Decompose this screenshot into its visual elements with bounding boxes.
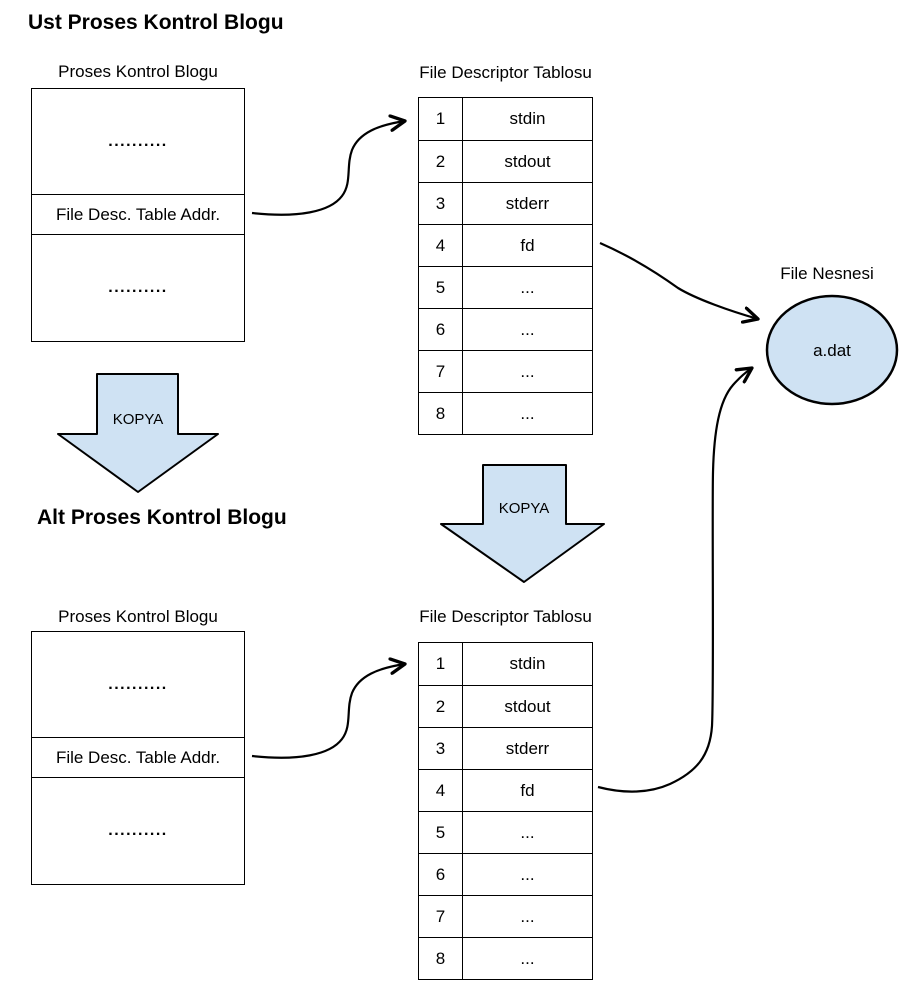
copy-block-arrow-middle (440, 464, 605, 583)
table-row: 8 ... (419, 392, 592, 434)
pointer-arrow-child-fd-to-object (597, 368, 752, 793)
fd-value-cell: stdin (509, 109, 546, 128)
parent-fd-table: 1 stdin 2 stdout 3 stderr 4 fd 5 ... 6 .… (418, 97, 593, 435)
parent-pcb-row-fd-table-addr: File Desc. Table Addr. (32, 194, 244, 235)
child-fd-table-label: File Descriptor Tablosu (419, 607, 592, 626)
child-pcb-label: Proses Kontrol Blogu (58, 607, 218, 626)
file-object-ellipse (765, 294, 899, 406)
table-row: 6 ... (419, 308, 592, 350)
fd-number-cell: 4 (419, 225, 463, 266)
fd-number-cell: 1 (419, 98, 463, 140)
table-row: 3 stderr (419, 727, 592, 769)
fd-number-cell: 6 (419, 854, 463, 895)
table-row: 4 fd (419, 224, 592, 266)
table-row: 5 ... (419, 811, 592, 853)
fd-number-cell: 2 (419, 686, 463, 727)
fd-number-cell: 5 (419, 812, 463, 853)
child-pcb-row-dots-top: .......... (108, 675, 168, 693)
fd-number-cell: 4 (419, 770, 463, 811)
parent-fd-table-label: File Descriptor Tablosu (419, 63, 592, 82)
copy-label-left: KOPYA (112, 411, 164, 428)
copy-block-arrow-left (57, 373, 219, 493)
fd-number-cell: 8 (419, 393, 463, 434)
child-pcb-row-fd-table-addr: File Desc. Table Addr. (32, 737, 244, 778)
table-row: 6 ... (419, 853, 592, 895)
fd-value-cell: ... (520, 277, 535, 297)
table-row: 7 ... (419, 350, 592, 392)
fd-number-cell: 6 (419, 309, 463, 350)
fd-value-cell: fd (520, 235, 535, 255)
fd-number-cell: 5 (419, 267, 463, 308)
fd-number-cell: 1 (419, 643, 463, 685)
child-fd-table: 1 stdin 2 stdout 3 stderr 4 fd 5 ... 6 .… (418, 642, 593, 980)
fd-value-cell: ... (520, 403, 535, 423)
table-row: 2 stdout (419, 140, 592, 182)
table-row: 3 stderr (419, 182, 592, 224)
child-pcb-row-dots-bottom: .......... (108, 822, 168, 839)
fd-number-cell: 7 (419, 896, 463, 937)
fd-value-cell: stdin (509, 654, 546, 673)
fd-number-cell: 2 (419, 141, 463, 182)
table-row: 1 stdin (419, 643, 592, 685)
fd-number-cell: 7 (419, 351, 463, 392)
fd-value-cell: fd (520, 780, 535, 800)
fd-value-cell: ... (520, 948, 535, 968)
fd-value-cell: stdout (504, 696, 551, 716)
pointer-arrow-child-pcb-to-table (251, 664, 405, 759)
parent-pcb-box: .......... File Desc. Table Addr. ......… (31, 88, 245, 342)
fd-value-cell: stderr (505, 193, 550, 213)
fd-value-cell: ... (520, 361, 535, 381)
fd-number-cell: 3 (419, 183, 463, 224)
table-row: 5 ... (419, 266, 592, 308)
table-row: 7 ... (419, 895, 592, 937)
pointer-arrow-parent-pcb-to-table (251, 121, 405, 216)
copy-label-middle: KOPYA (498, 500, 550, 517)
fd-value-cell: stdout (504, 151, 551, 171)
parent-pcb-title: Ust Proses Kontrol Blogu (28, 11, 284, 34)
fd-number-cell: 8 (419, 938, 463, 979)
table-row: 4 fd (419, 769, 592, 811)
fd-number-cell: 3 (419, 728, 463, 769)
file-object-label: File Nesnesi (780, 264, 874, 283)
child-pcb-box: .......... File Desc. Table Addr. ......… (31, 631, 245, 885)
child-pcb-title: Alt Proses Kontrol Blogu (37, 506, 287, 529)
fd-value-cell: stderr (505, 738, 550, 758)
table-row: 8 ... (419, 937, 592, 979)
fd-value-cell: ... (520, 822, 535, 842)
parent-pcb-row-dots-bottom: .......... (108, 279, 168, 296)
parent-pcb-label: Proses Kontrol Blogu (58, 62, 218, 81)
table-row: 1 stdin (419, 98, 592, 140)
fd-value-cell: ... (520, 864, 535, 884)
parent-pcb-row-dots-top: .......... (108, 132, 168, 150)
fd-value-cell: ... (520, 319, 535, 339)
file-object-name: a.dat (813, 341, 851, 360)
fd-value-cell: ... (520, 906, 535, 926)
table-row: 2 stdout (419, 685, 592, 727)
pointer-arrow-parent-fd-to-object (599, 241, 758, 319)
